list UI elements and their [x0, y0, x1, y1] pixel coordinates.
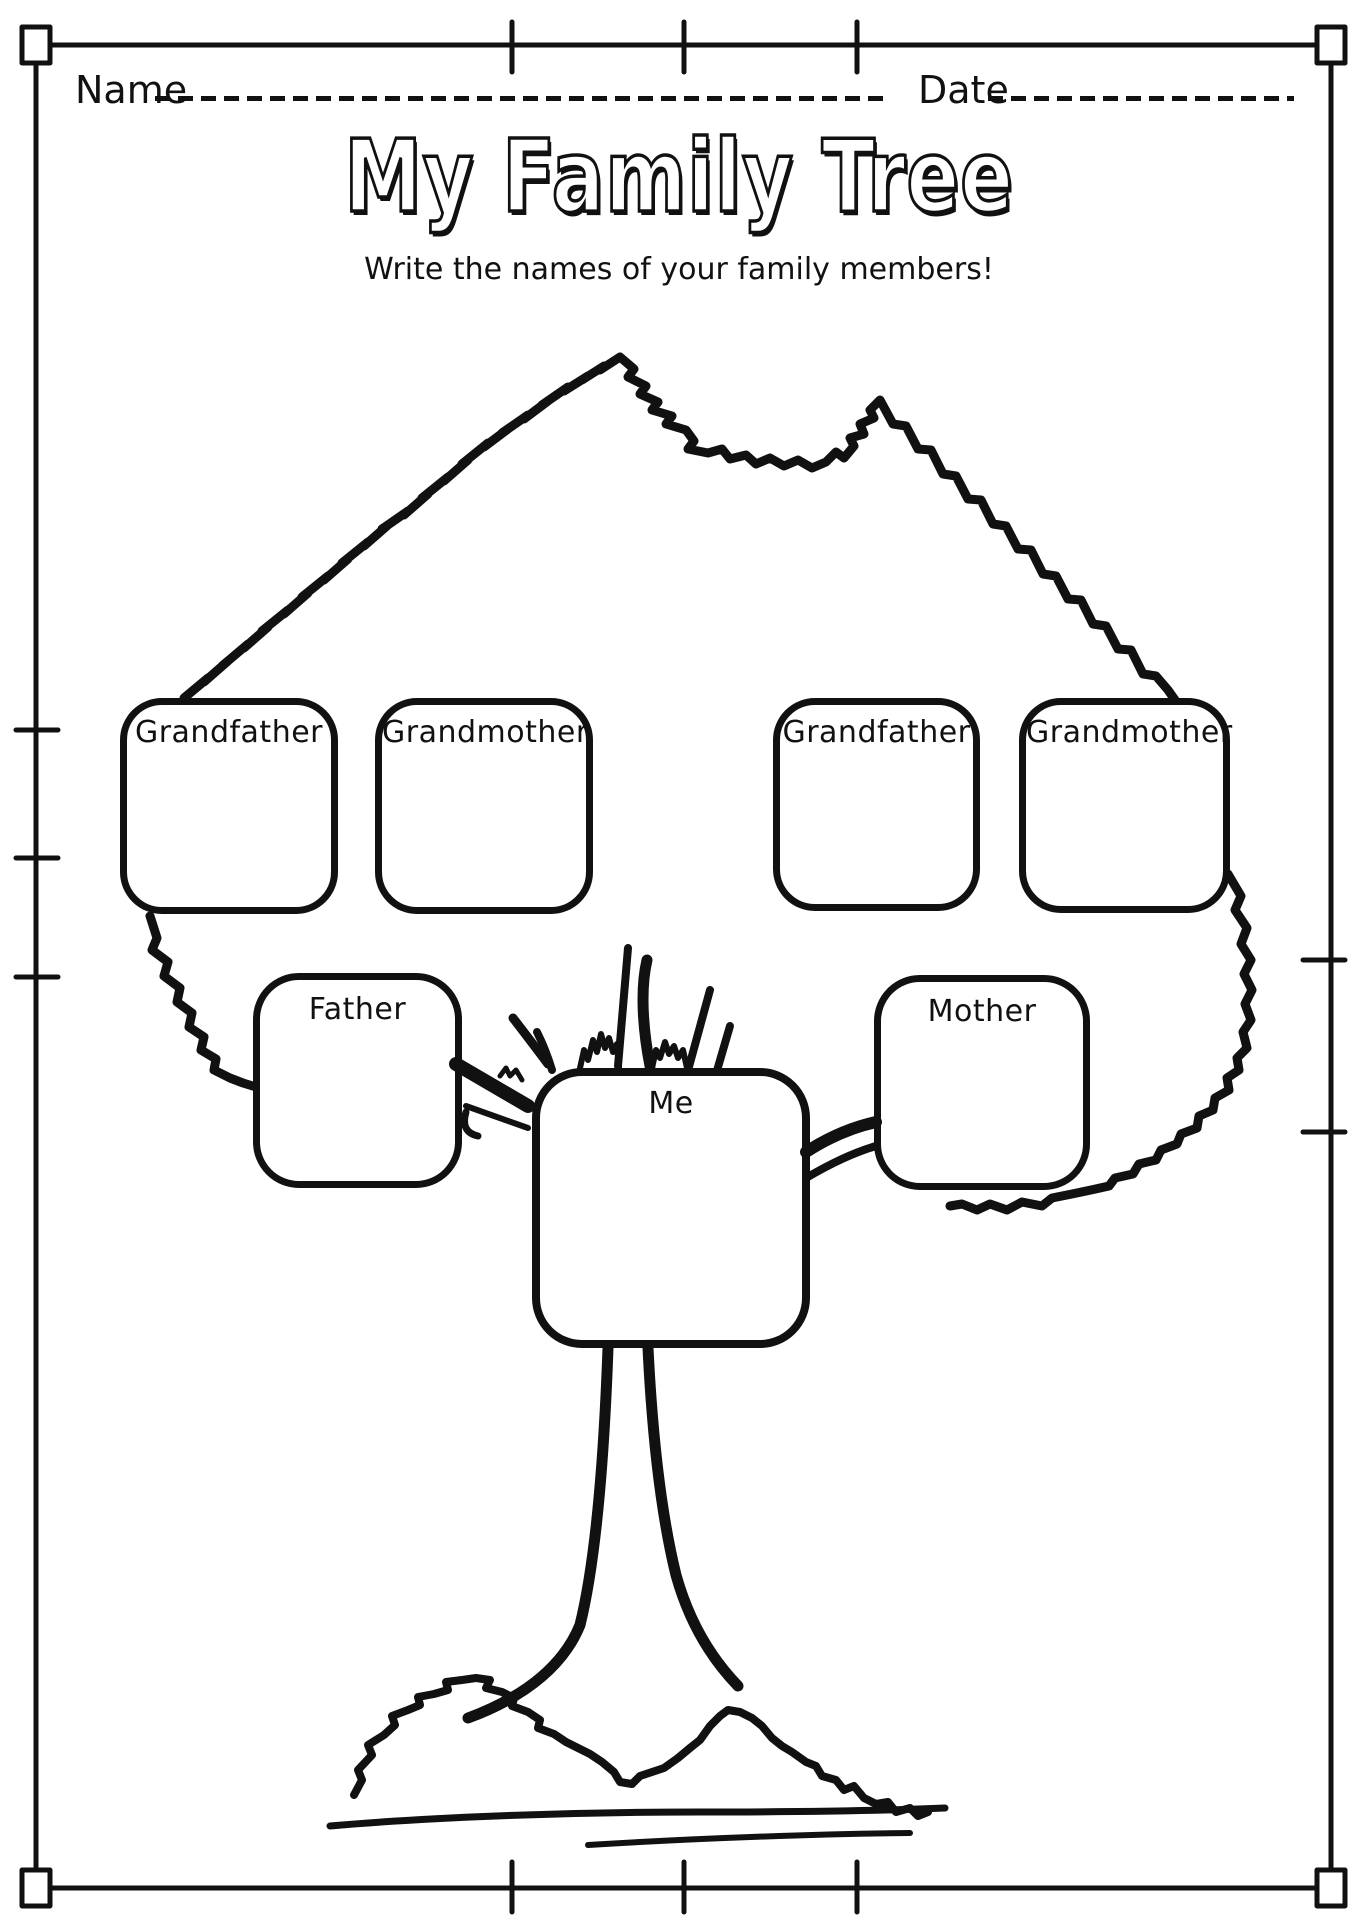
box-paternal-grandfather[interactable]: Grandfather — [120, 698, 338, 914]
date-label: Date — [918, 68, 1009, 112]
box-label: Grandfather — [782, 715, 971, 750]
box-label: Grandmother — [1026, 715, 1233, 750]
frame-tick-marks — [13, 19, 1348, 1915]
box-maternal-grandfather[interactable]: Grandfather — [773, 698, 980, 911]
box-me[interactable]: Me — [532, 1068, 810, 1348]
box-maternal-grandmother[interactable]: Grandmother — [1019, 698, 1233, 913]
branch-father-me-2 — [463, 1103, 531, 1131]
box-label: Grandfather — [134, 715, 324, 750]
date-write-line[interactable] — [988, 96, 1294, 101]
box-mother[interactable]: Mother — [874, 975, 1090, 1190]
box-label: Me — [648, 1086, 694, 1121]
box-father[interactable]: Father — [253, 973, 462, 1188]
tree-trunk — [462, 1342, 744, 1724]
canopy-lower-left-edge — [145, 911, 261, 1092]
page-subtitle: Write the names of your family members! — [364, 252, 994, 287]
branch-father-me-zigzag — [497, 1065, 525, 1083]
ground-outline — [350, 1674, 932, 1820]
foliage-tuft-left — [577, 1031, 622, 1071]
foliage-tuft-right — [649, 1039, 690, 1071]
ground-baseline-1 — [326, 1804, 949, 1830]
canopy-lower-right-edge — [945, 869, 1257, 1215]
box-paternal-grandmother[interactable]: Grandmother — [375, 698, 593, 914]
ground-baseline-2 — [585, 1830, 913, 1848]
tree-canopy-outline — [179, 352, 1180, 705]
page-title: My Family Tree — [343, 116, 1014, 237]
branch-father-me-1 — [449, 1057, 535, 1113]
name-write-line[interactable] — [155, 96, 889, 101]
name-label: Name — [75, 68, 188, 112]
corner-squares — [19, 24, 1348, 1909]
box-label: Grandmother — [382, 715, 589, 750]
branch-me-mother-1 — [800, 1116, 882, 1158]
box-label: Father — [308, 992, 407, 1027]
branch-father-me-hook — [461, 1108, 482, 1140]
branch-me-mother-2 — [802, 1142, 880, 1182]
box-label: Mother — [927, 994, 1037, 1029]
twigs — [508, 944, 734, 1078]
